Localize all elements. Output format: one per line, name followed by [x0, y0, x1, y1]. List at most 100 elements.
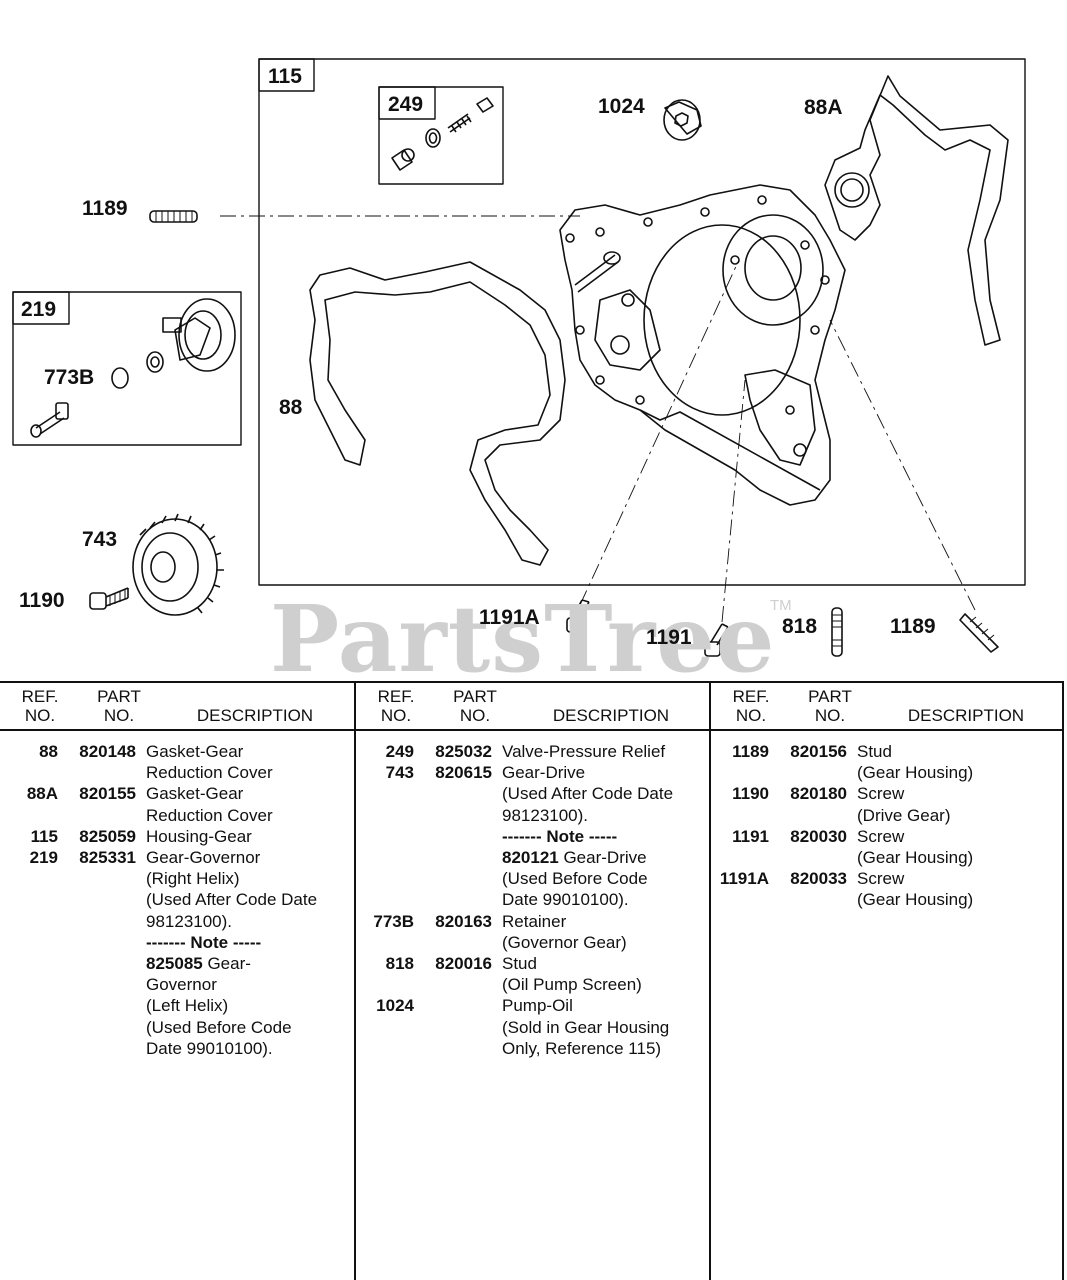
description-cell: Screw(Drive Gear) — [857, 783, 1064, 825]
description-line: (Governor Gear) — [502, 932, 627, 952]
table-row: 743 820615 Gear-Drive(Used After Code Date… — [356, 762, 711, 910]
table-row: 818 820016 Stud(Oil Pump Screen) — [356, 953, 711, 995]
description-line: Gear-Drive — [502, 763, 586, 783]
description-line: Date 99010100). — [146, 1038, 273, 1058]
description-line: (Used After Code Date — [502, 784, 674, 804]
description-line: Only, Reference 115) — [502, 1038, 662, 1058]
gear-housing-body — [559, 184, 846, 506]
description-line: Governor — [146, 975, 217, 995]
description-line: (Used Before Code — [146, 1017, 292, 1037]
governor-box-219 — [12, 291, 242, 446]
callout-1189-left: 1189 — [82, 197, 128, 220]
description-line: (Drive Gear) — [857, 805, 951, 825]
description-line: Screw — [857, 869, 905, 889]
part-no-cell: 820148 — [79, 742, 136, 761]
part-no-cell: 820615 — [435, 763, 492, 783]
oil-pump-rotor — [663, 99, 702, 141]
callout-773b: 773B — [44, 366, 95, 389]
callout-115: 115 — [268, 65, 302, 88]
gasket-88a — [824, 75, 1009, 346]
part-no-cell: 820155 — [79, 784, 136, 804]
ref-no-cell: 88A — [26, 784, 58, 804]
ref-no-cell: 115 — [30, 826, 58, 846]
description-line: Retainer — [502, 911, 567, 931]
screw-1190 — [89, 587, 129, 610]
callout-1024: 1024 — [598, 95, 645, 118]
ref-no-cell: 1191 — [732, 826, 769, 846]
header-ref-no: REF.NO. — [21, 687, 59, 725]
gasket-88 — [309, 261, 566, 566]
description-cell: Housing-Gear — [146, 826, 354, 847]
header-description: DESCRIPTION — [196, 706, 314, 725]
description-cell: Retainer(Governor Gear) — [502, 911, 711, 953]
description-cell: Valve-Pressure Relief — [502, 741, 711, 762]
label-box-219 — [12, 291, 70, 325]
callout-1190: 1190 — [19, 589, 65, 612]
ref-no-cell: 88 — [39, 742, 58, 761]
description-line: (Sold in Gear Housing — [502, 1017, 670, 1037]
table-row: 1191A 820033 Screw(Gear Housing) — [711, 868, 1064, 910]
ref-no-cell: 249 — [385, 742, 414, 761]
part-no-cell — [414, 995, 502, 1059]
description-line: Reduction Cover — [146, 805, 273, 825]
part-no-cell: 820016 — [435, 954, 492, 974]
governor-gear-assembly — [30, 298, 236, 438]
ref-no-cell: 818 — [385, 954, 414, 974]
callout-249: 249 — [388, 93, 424, 116]
description-line: (Used Before Code — [502, 869, 648, 889]
relief-valve-parts — [391, 97, 494, 171]
description-line: ------- Note ----- — [146, 932, 262, 952]
description-line: (Left Helix) — [146, 996, 229, 1016]
part-no-cell: 820033 — [790, 869, 847, 889]
housing-box-115 — [258, 58, 1026, 586]
description-line: 825085 Gear- — [146, 954, 251, 974]
ref-no-cell: 1024 — [376, 996, 414, 1016]
description-line: Date 99010100). — [502, 890, 629, 910]
partstree-watermark: PartsTree — [270, 585, 776, 693]
callout-1191a: 1191A — [479, 606, 540, 629]
trademark-mark: TM — [770, 597, 792, 614]
header-description: DESCRIPTION — [552, 706, 670, 725]
callout-219: 219 — [21, 298, 57, 321]
description-line: Gasket-Gear — [146, 784, 244, 804]
header-ref-no: REF.NO. — [732, 687, 770, 725]
description-line: 98123100). — [502, 805, 589, 825]
description-line: ------- Note ----- — [502, 826, 618, 846]
description-line: Stud — [857, 742, 892, 761]
ref-no-cell: 743 — [385, 763, 414, 783]
label-box-115 — [258, 58, 315, 92]
center-lines — [220, 215, 976, 623]
callout-88: 88 — [279, 396, 303, 419]
description-cell: Stud(Oil Pump Screen) — [502, 953, 711, 995]
ref-no-cell: 219 — [29, 848, 58, 868]
description-cell: Screw(Gear Housing) — [857, 868, 1064, 910]
description-cell: Stud(Gear Housing) — [857, 741, 1064, 783]
description-line: 98123100). — [146, 911, 233, 931]
ref-no-cell: 1191A — [719, 869, 769, 889]
description-line: Gear-Governor — [146, 848, 261, 868]
part-no-cell: 820156 — [790, 742, 847, 761]
description-line: Stud — [502, 954, 537, 974]
description-line: (Oil Pump Screen) — [502, 975, 642, 995]
description-line: (Used After Code Date — [146, 890, 318, 910]
header-description: DESCRIPTION — [907, 706, 1025, 725]
